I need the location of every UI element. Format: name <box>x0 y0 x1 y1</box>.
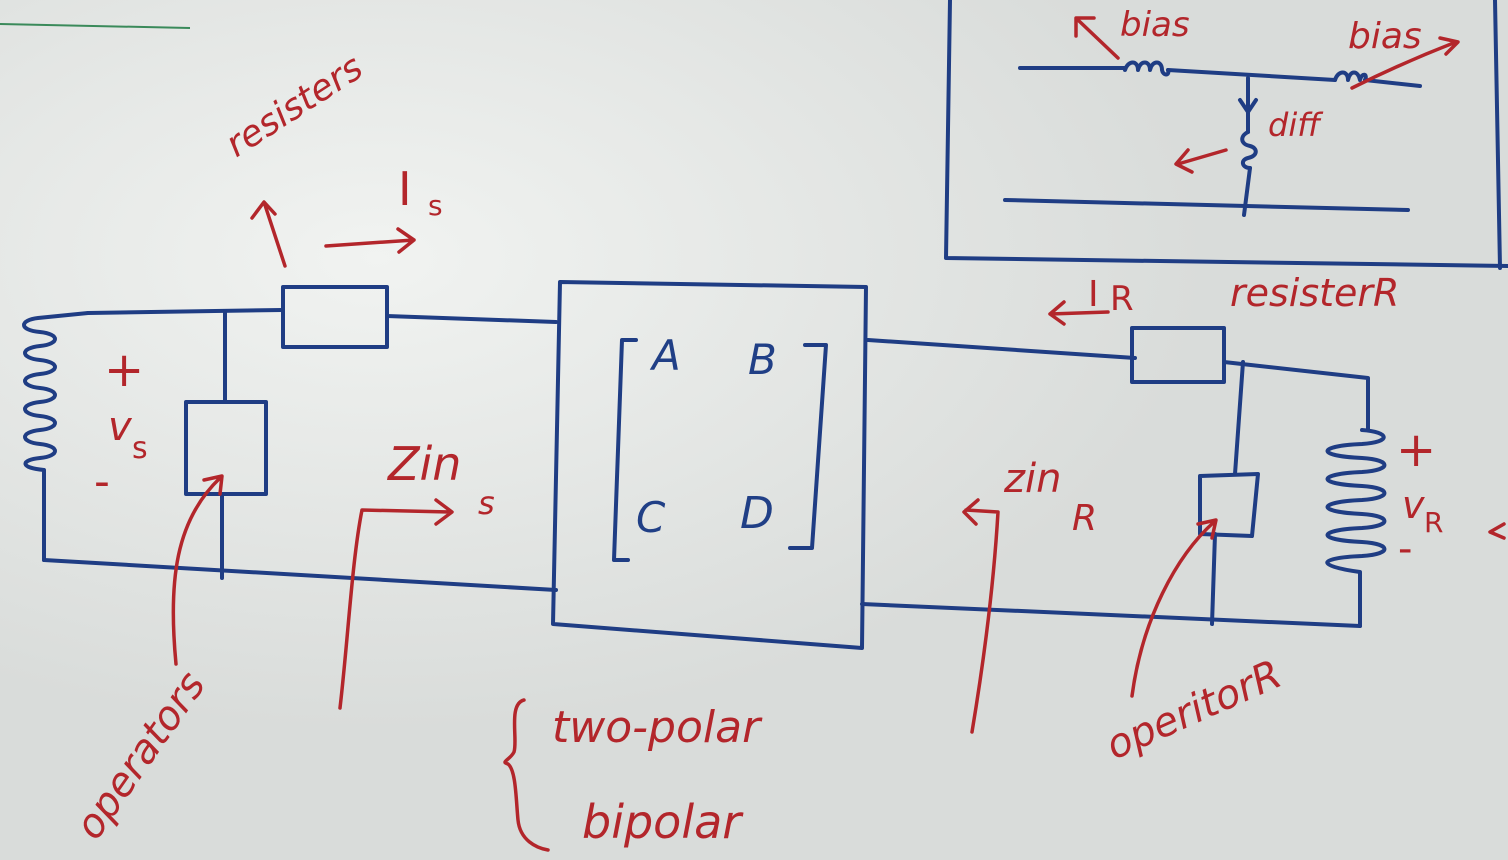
load-bottom-wire <box>860 602 1362 628</box>
load-shunt-wire-top <box>1233 360 1245 476</box>
source-coil <box>22 311 90 562</box>
two-polar-label: two-polar <box>552 702 763 753</box>
inset-arrow-down <box>1238 98 1258 114</box>
brace <box>503 698 550 852</box>
bias-left-arrow <box>1074 16 1120 60</box>
vs-subscript: s <box>132 431 148 466</box>
network-box <box>551 280 868 650</box>
vs-minus: - <box>94 456 110 507</box>
bias-right-arrow <box>1350 36 1460 90</box>
matrix-d: D <box>740 488 774 539</box>
ir-arrow <box>1048 300 1110 326</box>
load-shunt-wire-bottom <box>1210 532 1217 626</box>
network-to-load-wire <box>866 338 1137 360</box>
inset-top-wire <box>1018 66 1422 88</box>
zinr-subscript: R <box>1072 498 1097 539</box>
inset-left-coil <box>1123 60 1171 77</box>
vr-label: v <box>1402 483 1425 527</box>
source-bottom-wire <box>42 558 558 592</box>
vs-plus: + <box>104 342 144 398</box>
diff-arrow <box>1174 148 1228 174</box>
diff-label: diff <box>1268 106 1324 144</box>
bias-left-label: bias <box>1120 5 1190 45</box>
two-port-network: A B C D <box>551 280 868 650</box>
resisters-arrow <box>250 200 287 268</box>
vr-minus: - <box>1398 526 1412 572</box>
inset-vertical-coil <box>1240 130 1258 170</box>
zinr-label: zin <box>1003 456 1061 502</box>
load-shunt-box <box>1198 472 1260 538</box>
is-label: I <box>398 162 412 216</box>
load-circuit <box>860 326 1387 628</box>
matrix-b: B <box>748 335 777 384</box>
ir-subscript: R <box>1110 279 1134 319</box>
is-subscript: s <box>428 189 443 222</box>
vr-subscript: R <box>1424 506 1443 539</box>
board-top-line <box>0 23 191 29</box>
zinr-arrow <box>962 498 1000 734</box>
source-shunt-box <box>184 400 268 496</box>
source-circuit <box>22 285 558 592</box>
zins-subscript: s <box>478 484 495 522</box>
vr-edge-arrow <box>1488 522 1506 540</box>
source-top-wire <box>86 308 284 315</box>
inset-bottom-wire <box>1003 198 1410 212</box>
series-to-network-wire <box>385 314 558 324</box>
inset-frame-right <box>1493 0 1502 270</box>
matrix-a: A <box>649 331 681 380</box>
vr-plus: + <box>1396 422 1436 478</box>
zins-label: Zin <box>386 437 461 491</box>
zins-arrow <box>338 498 454 710</box>
matrix-c: C <box>636 493 666 542</box>
is-arrow <box>324 227 416 254</box>
bias-right-label: bias <box>1348 16 1422 57</box>
load-series-resistor <box>1130 326 1226 384</box>
bipolar-label: bipolar <box>582 795 744 849</box>
operators-arrow <box>171 474 224 666</box>
inset-bias-diagram <box>944 0 1508 270</box>
matrix-right-bracket <box>788 343 828 550</box>
load-coil <box>1325 428 1387 628</box>
load-top-wire <box>1222 360 1370 432</box>
inset-right-coil <box>1333 70 1368 82</box>
resister-r-label: resisterR <box>1230 271 1399 315</box>
operator-r-arrow <box>1130 518 1218 698</box>
inset-frame <box>944 0 1508 268</box>
vs-label: v <box>108 404 133 450</box>
ir-label: I <box>1088 274 1099 315</box>
matrix-left-bracket <box>612 338 638 562</box>
